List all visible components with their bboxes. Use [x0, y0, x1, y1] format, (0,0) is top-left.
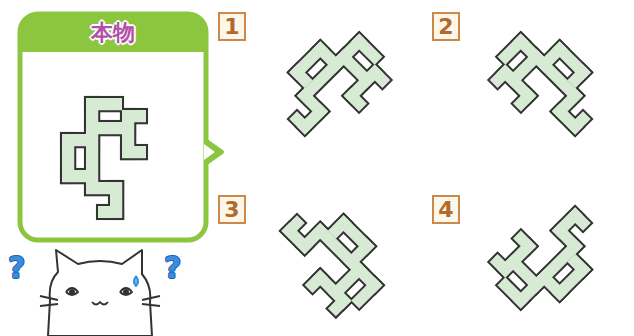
option-shape: [482, 192, 614, 324]
callout-number: 2: [432, 12, 460, 41]
option-shape: [482, 18, 614, 150]
speech-bubble: [20, 14, 222, 240]
real-shape: [62, 98, 146, 218]
option-number: 4: [438, 197, 453, 222]
option-shape: [266, 18, 398, 150]
question-mark: ?: [8, 252, 25, 284]
option-number: 2: [438, 14, 453, 39]
callout-number: 1: [218, 12, 246, 41]
option-number: 1: [224, 14, 239, 39]
option-shape: [266, 192, 398, 324]
option-number: 3: [224, 197, 239, 222]
cat-illustration: [40, 250, 160, 336]
callout-number: 3: [218, 195, 246, 224]
speech-bubble-header: 本物: [20, 14, 206, 52]
panel-title: 本物: [91, 18, 135, 48]
question-mark: ?: [164, 252, 181, 284]
callout-number: 4: [432, 195, 460, 224]
